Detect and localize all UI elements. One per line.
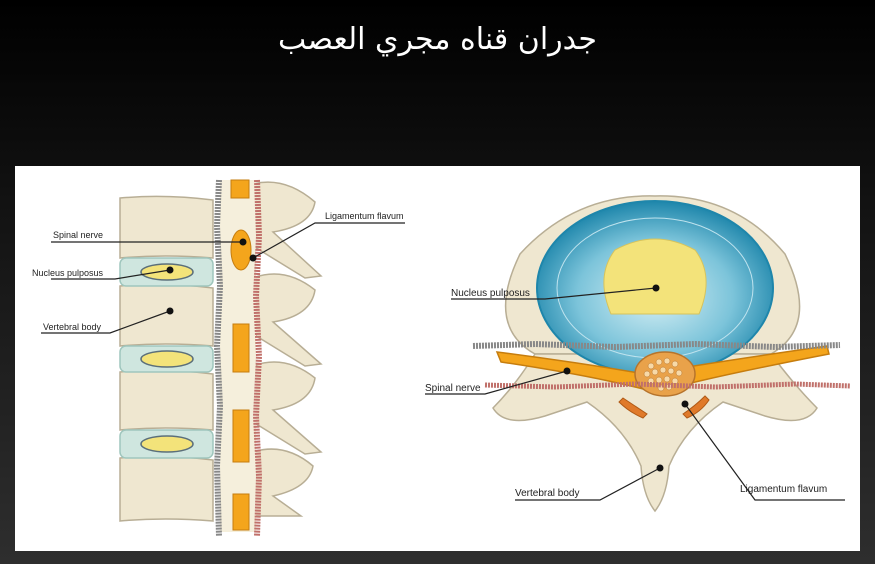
axial-leaders	[425, 287, 845, 501]
nerve-segment-3	[232, 409, 250, 463]
nucleus-dot	[166, 266, 174, 274]
spinal-nerve-dot	[239, 238, 247, 246]
nucleus-1	[140, 263, 194, 281]
nerve-fibers	[643, 357, 683, 392]
foramen-nerves	[230, 179, 252, 531]
lamina-3	[252, 361, 323, 455]
posterior-elements	[220, 180, 323, 532]
ligament-left	[618, 397, 648, 419]
axial-anterior-wall-marker	[472, 340, 841, 351]
axial-nucleus-dot	[652, 284, 660, 292]
axial-posterior-wall-marker	[484, 381, 851, 390]
anterior-wall-marker	[213, 179, 224, 537]
ligamentum-flavum-dot	[249, 254, 257, 262]
nucleus-3	[140, 435, 194, 453]
lamina-4	[252, 448, 314, 517]
label-vertebral-body: Vertebral body	[43, 322, 102, 332]
diagram-panel: Spinal nerve Nucleus pulposus Vertebral …	[15, 166, 860, 551]
nerve-root-1	[230, 229, 252, 271]
lateral-leaders	[41, 222, 405, 334]
vertebral-body-dot	[166, 307, 174, 315]
label-ligamentum-flavum: Ligamentum flavum	[325, 211, 404, 221]
axial-label-nucleus-pulposus: Nucleus pulposus	[451, 288, 530, 299]
vertebral-body-1	[119, 195, 214, 259]
nucleus-2	[140, 350, 194, 368]
nerve-segment-4	[232, 493, 250, 531]
axial-posterior-arch	[492, 353, 818, 513]
nerve-segment-2	[232, 323, 250, 373]
axial-label-ligamentum-flavum: Ligamentum flavum	[740, 484, 827, 495]
axial-body-dot	[656, 464, 664, 472]
label-nucleus-pulposus: Nucleus pulposus	[32, 268, 104, 278]
vertebral-body-3	[119, 369, 214, 431]
label-spinal-nerve: Spinal nerve	[53, 230, 103, 240]
nuclei	[140, 263, 194, 453]
lamina-2	[252, 273, 323, 367]
spine-diagram: Spinal nerve Nucleus pulposus Vertebral …	[32, 179, 851, 537]
axial-ligament-dot	[681, 400, 689, 408]
vertebral-body-4	[119, 455, 214, 522]
vertebral-body-2	[119, 283, 214, 347]
ligament-right	[682, 395, 710, 419]
axial-label-vertebral-body: Vertebral body	[515, 488, 580, 499]
lateral-view: Spinal nerve Nucleus pulposus Vertebral …	[32, 179, 405, 537]
axial-view: Nucleus pulposus Spinal nerve Vertebral …	[425, 195, 851, 513]
axial-label-spinal-nerve: Spinal nerve	[425, 383, 481, 394]
lamina-1	[252, 181, 323, 279]
nerve-segment-1	[230, 179, 250, 199]
vertebral-bodies	[119, 195, 214, 522]
axial-nerve-dot	[563, 367, 571, 375]
axial-nucleus	[603, 238, 707, 315]
slide-title: جدران قناه مجري العصب	[278, 22, 597, 57]
